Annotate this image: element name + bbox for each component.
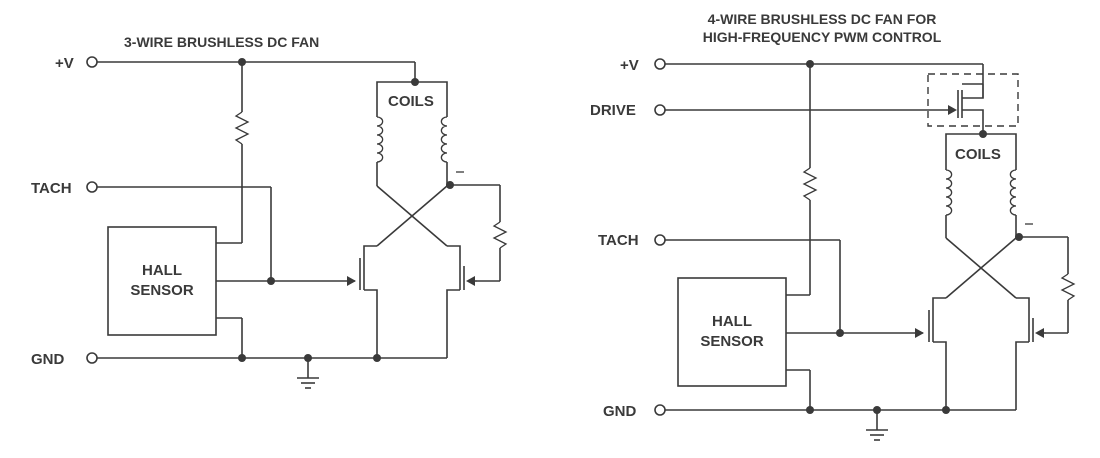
three-wire-title: 3-WIRE BRUSHLESS DC FAN <box>124 34 319 50</box>
drive-terminal <box>654 104 666 116</box>
coil-right <box>440 116 448 163</box>
ground-label: GND <box>603 403 637 420</box>
coils-label: COILS <box>388 93 434 110</box>
four-wire-title-2: HIGH-FREQUENCY PWM CONTROL <box>703 29 942 45</box>
left-transistor <box>363 245 377 258</box>
pullup-resistor <box>234 111 250 145</box>
four-wire-title-1: 4-WIRE BRUSHLESS DC FAN FOR <box>708 11 937 27</box>
supply-terminal <box>86 56 98 68</box>
snubber-resistor <box>492 221 508 249</box>
pwm-switch-box <box>927 73 1019 127</box>
ground-terminal <box>86 352 98 364</box>
supply-label: +V <box>55 55 74 72</box>
snubber-resistor <box>1060 273 1076 301</box>
tach-terminal <box>86 181 98 193</box>
hall-sensor <box>107 226 217 336</box>
coil-left <box>376 116 384 163</box>
right-transistor <box>1016 297 1030 310</box>
supply-label: +V <box>620 57 639 74</box>
coils-label: COILS <box>955 146 1001 163</box>
hall-sensor-label-2: SENSOR <box>700 333 764 350</box>
left-transistor <box>932 297 946 310</box>
drive-label: DRIVE <box>590 102 636 119</box>
hall-sensor-label-1: HALL <box>142 262 182 279</box>
ground-label: GND <box>31 351 65 368</box>
pullup-resistor <box>802 167 818 201</box>
left-gate-arrow <box>347 276 356 286</box>
right-transistor <box>447 245 461 258</box>
three-wire-circuit: 3-WIRE BRUSHLESS DC FAN +V TACH HALL SEN… <box>31 34 508 389</box>
hall-sensor <box>677 277 787 387</box>
ground-terminal <box>654 404 666 416</box>
hall-sensor-label-2: SENSOR <box>130 282 194 299</box>
tach-label: TACH <box>598 232 639 249</box>
tach-label: TACH <box>31 180 72 197</box>
coil-right <box>1009 169 1017 216</box>
tach-terminal <box>654 234 666 246</box>
supply-terminal <box>654 58 666 70</box>
coil-left <box>945 169 953 216</box>
hall-sensor-label-1: HALL <box>712 313 752 330</box>
four-wire-circuit: 4-WIRE BRUSHLESS DC FAN FOR HIGH-FREQUEN… <box>590 11 1076 441</box>
